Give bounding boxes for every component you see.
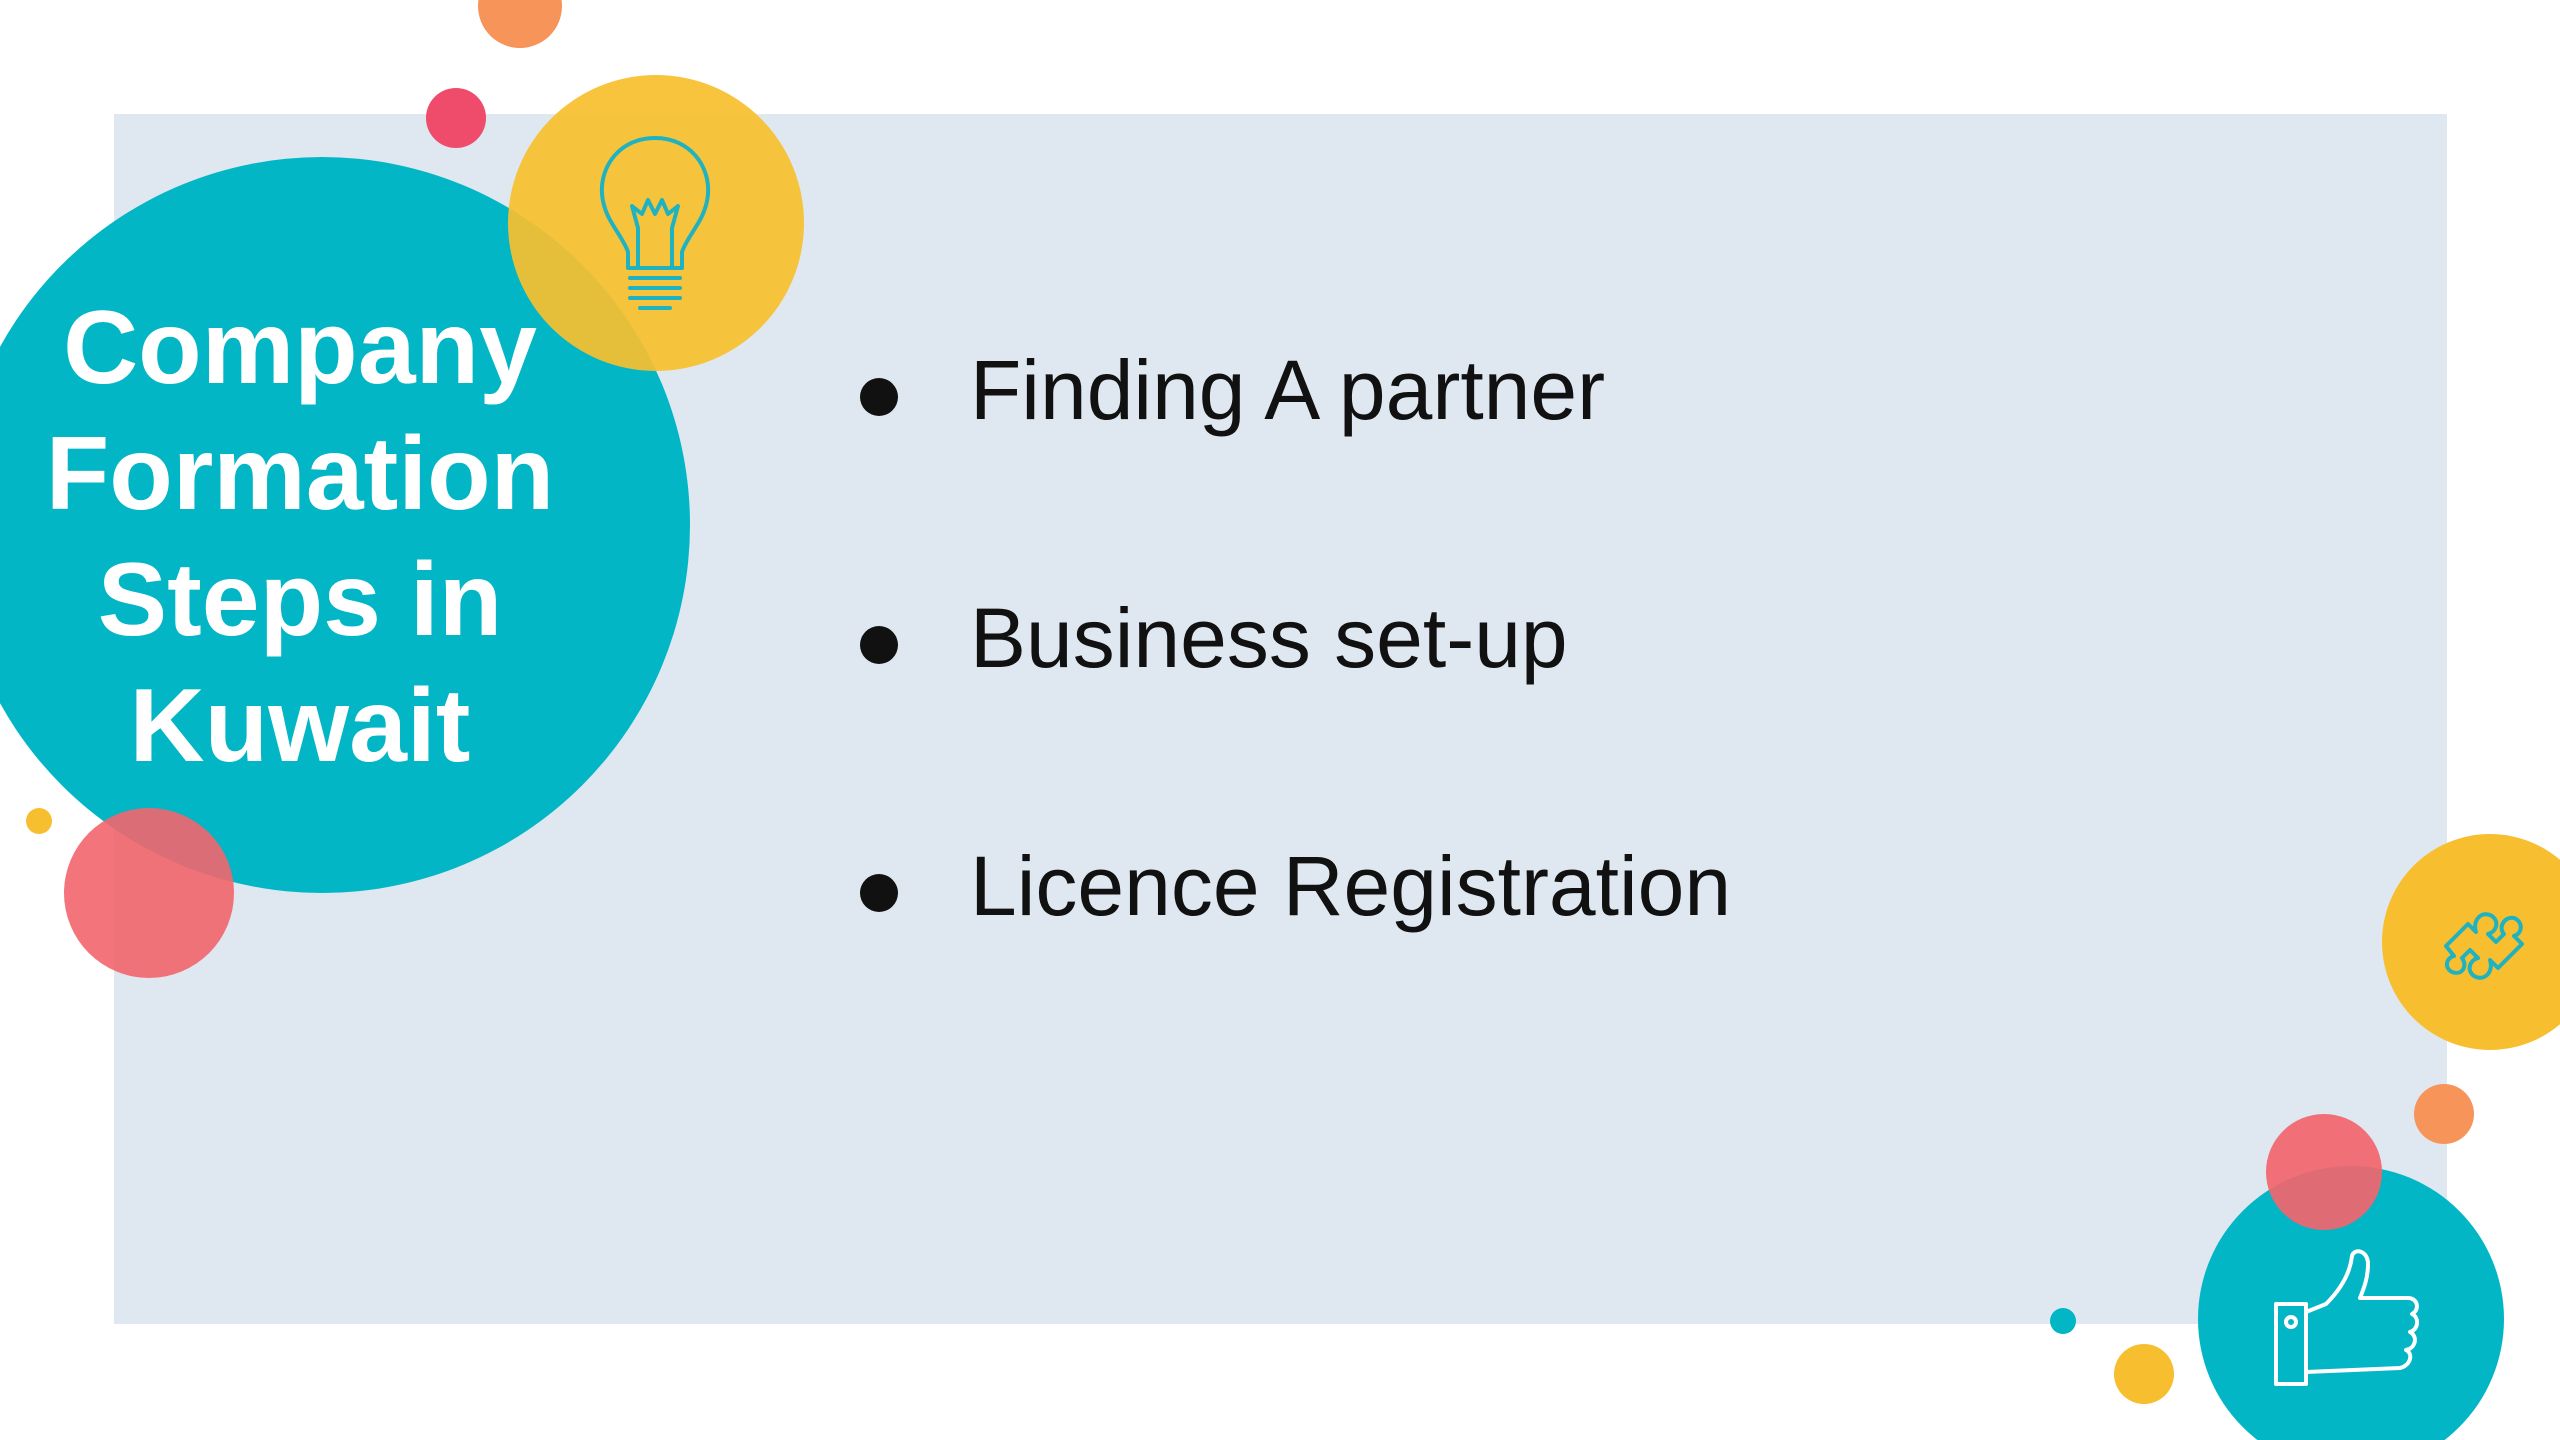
yellow-dot-bottom: [2114, 1344, 2174, 1404]
teal-dot-bottom: [2050, 1308, 2076, 1334]
bullet-dot: [860, 626, 898, 664]
bullet-list: Finding A partner Business set-up Licenc…: [860, 330, 1731, 1074]
coral-circle-left: [64, 808, 234, 978]
lightbulb-icon: [599, 136, 711, 310]
puzzle-piece-icon: [2444, 912, 2524, 980]
bulb-circle: [508, 75, 804, 371]
orange-dot-top: [478, 0, 562, 48]
orange-dot-right: [2414, 1084, 2474, 1144]
slide-title: Company Formation Steps in Kuwait: [45, 290, 555, 784]
bullet-dot: [860, 378, 898, 416]
list-item: Licence Registration: [860, 826, 1731, 1074]
bullet-text: Business set-up: [970, 591, 1568, 685]
thumbs-up-icon: [2274, 1249, 2419, 1386]
yellow-dot-left: [26, 808, 52, 834]
list-item: Finding A partner: [860, 330, 1731, 578]
list-item: Business set-up: [860, 578, 1731, 826]
puzzle-circle: [2382, 834, 2560, 1050]
pink-dot-top: [426, 88, 486, 148]
coral-circle-right: [2266, 1114, 2382, 1230]
bullet-text: Licence Registration: [970, 839, 1732, 933]
bullet-text: Finding A partner: [970, 343, 1606, 437]
bullet-dot: [860, 874, 898, 912]
